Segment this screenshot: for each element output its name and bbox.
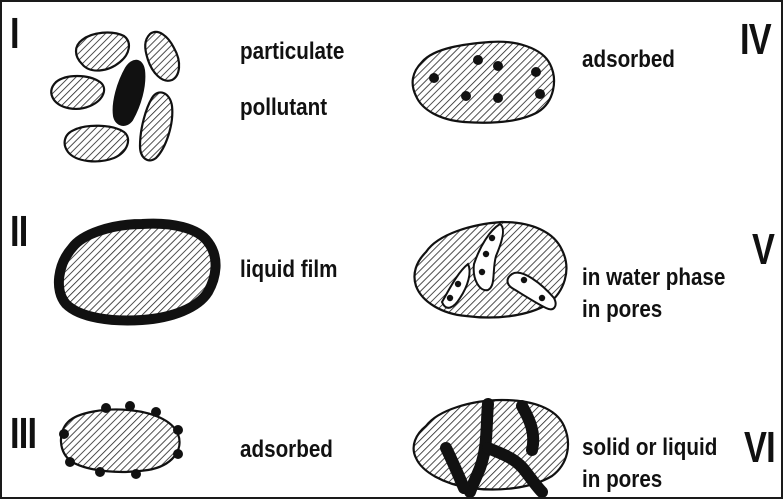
panel-1-numeral: I: [10, 12, 19, 56]
pollutant-dot: [483, 251, 489, 257]
pollutant-dot: [521, 277, 527, 283]
adsorbed-dot: [531, 67, 541, 77]
adsorbed-dot: [535, 89, 545, 99]
pollutant-dot: [479, 269, 485, 275]
panel-1-particles: [51, 32, 179, 161]
adsorbed-dot: [173, 425, 183, 435]
panel-4-label: adsorbed: [582, 48, 675, 72]
panel-6-numeral: VI: [744, 426, 775, 470]
adsorbed-dot: [493, 61, 503, 71]
pollutant-dot: [455, 281, 461, 287]
adsorbed-dot: [173, 449, 183, 459]
panel-5-label-line-2: in pores: [582, 298, 662, 322]
particle: [51, 76, 104, 109]
adsorbed-dot: [95, 467, 105, 477]
adsorbed-dot: [101, 403, 111, 413]
panel-2-numeral: II: [10, 210, 28, 254]
panel-3-adsorbed-particle: [59, 401, 183, 479]
panel-3-label: adsorbed: [240, 438, 333, 462]
particle: [145, 32, 179, 81]
particle: [76, 33, 129, 71]
adsorbed-dot: [429, 73, 439, 83]
panel-5-numeral: V: [752, 228, 774, 272]
panel-6-filled-pores-particle: [414, 400, 568, 492]
panel-5-label-line-1: in water phase: [582, 266, 725, 290]
panel-4-numeral: IV: [740, 18, 771, 62]
panel-6-label-line-1: solid or liquid: [582, 436, 717, 460]
adsorbed-dot: [473, 55, 483, 65]
panel-3-numeral: III: [10, 412, 36, 456]
adsorbed-dot: [59, 429, 69, 439]
particle: [61, 410, 180, 472]
pollutant-dot: [539, 295, 545, 301]
adsorbed-dot: [131, 469, 141, 479]
pollutant-dot: [489, 235, 495, 241]
panel-2-film-particle: [59, 224, 216, 321]
panel-2-label: liquid film: [240, 258, 337, 282]
particle: [140, 92, 172, 160]
particle: [65, 126, 128, 162]
adsorbed-dot: [461, 91, 471, 101]
panel-4-adsorbed-particle: [413, 42, 554, 123]
adsorbed-dot: [125, 401, 135, 411]
panel-1-label-line-2: pollutant: [240, 96, 327, 120]
adsorbed-dot: [65, 457, 75, 467]
liquid-film: [59, 224, 216, 321]
pollutant-particle: [114, 61, 145, 125]
pollutant-dot: [447, 295, 453, 301]
panel-1-label-line-1: particulate: [240, 40, 344, 64]
panel-5-water-pores-particle: [414, 222, 566, 318]
adsorbed-dot: [493, 93, 503, 103]
adsorbed-dot: [151, 407, 161, 417]
panel-6-label-line-2: in pores: [582, 468, 662, 492]
